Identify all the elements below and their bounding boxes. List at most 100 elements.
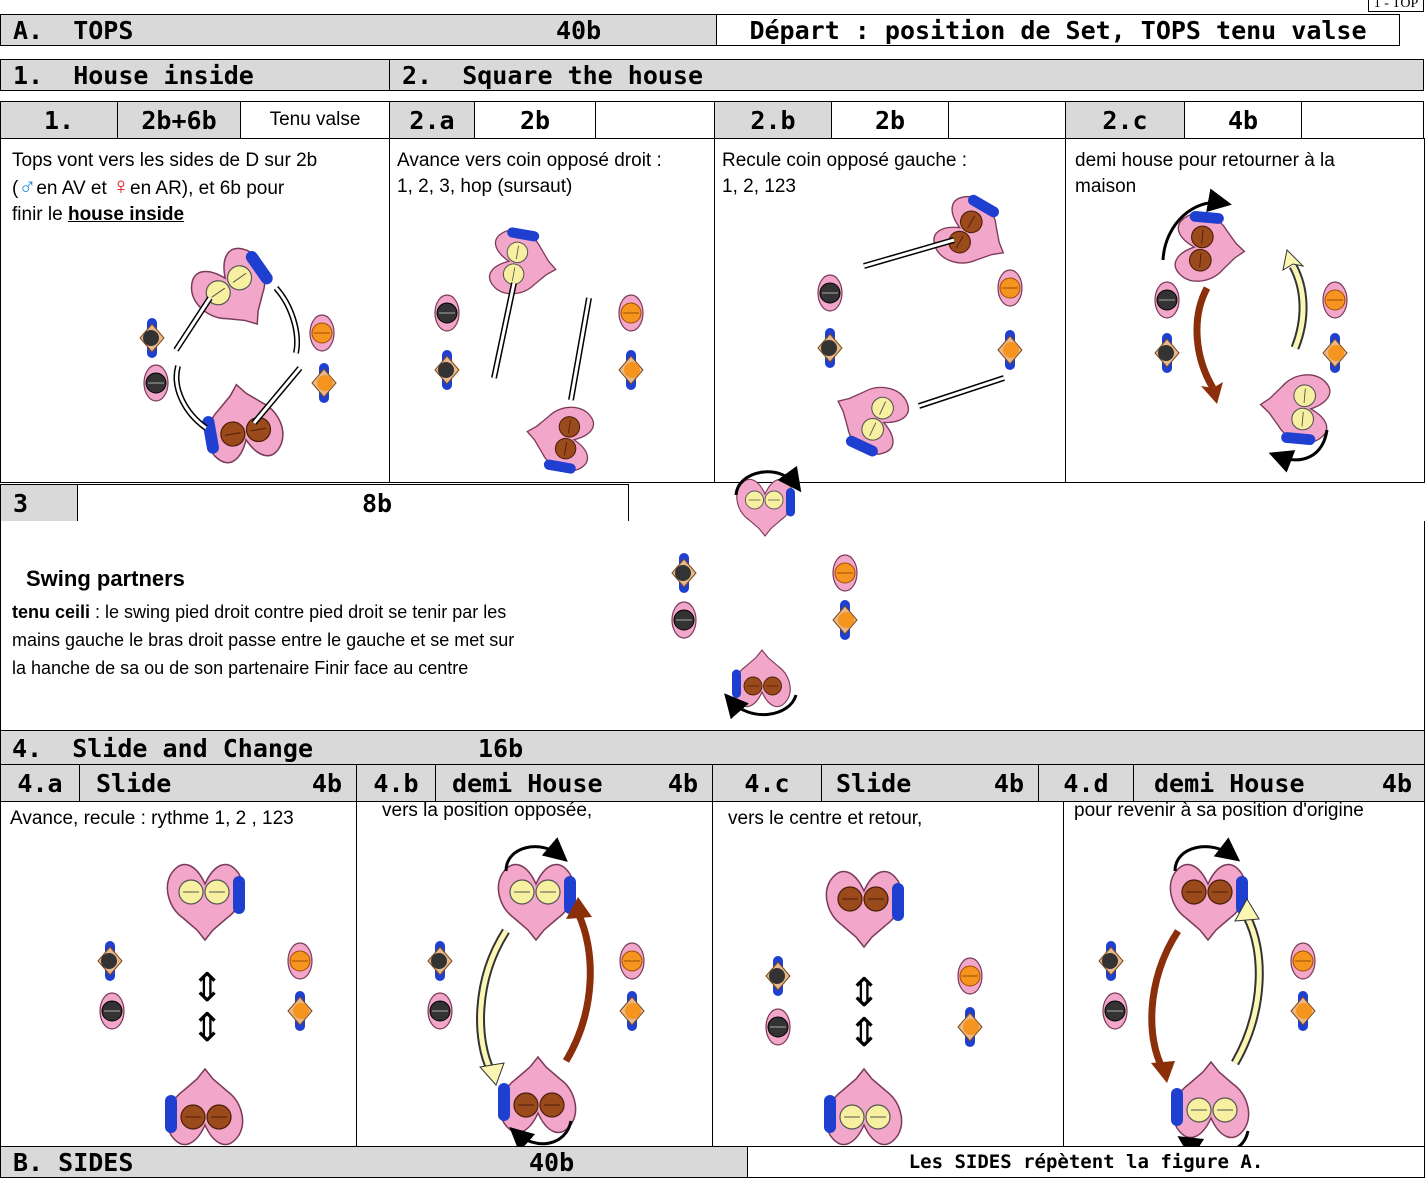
top-couple: [486, 224, 563, 302]
side-dancer-man: [671, 552, 697, 594]
bottom-couple: [196, 377, 288, 467]
part4b-num: 4.b: [356, 764, 436, 802]
side-dancer-man: [957, 1006, 983, 1048]
part4-beats: 16b: [478, 733, 524, 763]
part2c-num: 2.c: [1065, 101, 1185, 139]
part2c-beats: 4b: [1184, 101, 1302, 139]
side-dancer-woman: [287, 942, 313, 980]
part1-house-inside-diagram: [139, 238, 337, 467]
part2b-diagram: [817, 186, 1023, 464]
section-b-note: Les SIDES répètent la figure A.: [747, 1146, 1425, 1178]
part4a-num-text: 4.a: [17, 768, 63, 798]
side-dancer-woman: [957, 957, 983, 995]
part4b-num-text: 4.b: [373, 768, 419, 798]
part4b-demi-house-diagram: [427, 837, 645, 1152]
part1-hold: Tenu valse: [240, 101, 390, 139]
part4c-beats: 4b: [993, 768, 1024, 798]
side-dancer-man: [1322, 332, 1348, 374]
part4d-description: pour revenir à sa position d'origine: [1074, 800, 1364, 821]
top-couple: [166, 863, 246, 941]
part4d-demi-house-diagram: [1098, 837, 1316, 1160]
rotate-arrow-icon: [1161, 188, 1232, 261]
part4a-beats: 4b: [311, 768, 342, 798]
side-dancer-man: [765, 955, 791, 997]
part1-beats-text: 2b+6b: [141, 105, 217, 135]
part2c-beats-text: 4b: [1227, 105, 1259, 135]
part2b-blank: [948, 101, 1066, 139]
part2b-description: Recule coin opposé gauche : 1, 2, 123: [722, 148, 1062, 200]
top-couple: [736, 478, 796, 537]
side-dancer-woman: [619, 942, 645, 980]
part2b-panel: [714, 138, 1066, 483]
part1-paren: (: [12, 178, 19, 199]
rotate-arrow-icon: [509, 1120, 573, 1152]
part4d-beats: 4b: [1381, 768, 1412, 798]
double-arrow-icon: ⇕: [847, 1010, 881, 1056]
side-dancer-man: [1098, 940, 1124, 982]
side-dancer-woman: [817, 274, 843, 312]
part1-av: en AV et: [36, 178, 113, 199]
side-dancer-woman: [671, 601, 697, 639]
page-reference-label: 1 - TOP: [1368, 0, 1424, 12]
rotate-arrow-icon: [504, 837, 568, 872]
part2c-line2: maison: [1075, 176, 1137, 197]
bottom-couple: [822, 369, 915, 464]
brown-arrow-icon: [562, 911, 594, 1063]
side-dancer-woman: [765, 1008, 791, 1046]
rotate-arrow-icon: [724, 693, 798, 720]
bottom-couple: [497, 1056, 577, 1134]
part2c-num-text: 2.c: [1102, 105, 1148, 135]
part1-num-text: 1.: [43, 105, 75, 135]
bottom-couple: [164, 1068, 244, 1146]
part2-title-text: 2. Square the house: [402, 60, 704, 90]
side-dancer-man: [97, 940, 123, 982]
side-dancer-woman: [309, 314, 335, 352]
rotate-arrow-icon: [1268, 429, 1329, 473]
part2c-blank: [1301, 101, 1424, 139]
part3-num: 3: [0, 484, 78, 522]
part1-num: 1.: [0, 101, 118, 139]
side-dancer-woman: [1154, 281, 1180, 319]
section-a-header: A. TOPS 40b: [0, 14, 717, 46]
part4a-description: Avance, recule : rythme 1, 2 , 123: [10, 808, 294, 829]
bottom-couple: [823, 1068, 903, 1146]
section-a-beats: 40b: [556, 15, 602, 45]
side-dancer-woman: [99, 992, 125, 1030]
part2a-line1: Avance vers coin opposé droit :: [397, 150, 662, 171]
side-dancer-man: [832, 599, 858, 641]
male-symbol-icon: ♂: [18, 173, 37, 200]
side-dancer-man: [287, 990, 313, 1032]
part2c-panel: [1065, 138, 1425, 483]
part2b-line1: Recule coin opposé gauche :: [722, 150, 968, 171]
part2c-diagram: [1154, 188, 1348, 473]
part3-line1: tenu ceili : le swing pied droit contre …: [12, 598, 652, 626]
part1-line2: (♂en AV et ♀en AR), et 6b pour: [12, 174, 382, 202]
side-dancer-woman: [1290, 942, 1316, 980]
part1-ar: en AR), et 6b pour: [130, 178, 285, 199]
side-dancer-woman: [618, 294, 644, 332]
part4c-slide-diagram: ⇕ ⇕: [765, 870, 983, 1146]
top-couple: [182, 238, 291, 347]
side-dancer-man: [619, 990, 645, 1032]
part2a-beats-text: 2b: [519, 105, 551, 135]
part2a-blank: [595, 101, 715, 139]
section-a-start-position: Départ : position de Set, TOPS tenu vals…: [716, 14, 1400, 46]
part2a-num-text: 2.a: [409, 105, 455, 135]
part3-line2: mains gauche le bras droit passe entre l…: [12, 630, 515, 650]
top-couple: [1173, 208, 1249, 286]
double-arrow-icon: ⇕: [190, 965, 224, 1011]
house-inside-term: house inside: [67, 204, 185, 225]
bottom-couple: [731, 649, 791, 708]
part1-title: 1. House inside: [0, 59, 390, 91]
brown-arrow-icon: [1148, 929, 1181, 1071]
part1-finish-text: finir le: [12, 204, 68, 225]
part3-title: Swing partners: [26, 566, 185, 591]
part4a-slide-diagram: ⇕ ⇕: [97, 863, 313, 1146]
side-dancer-woman: [997, 269, 1023, 307]
top-couple: [825, 870, 905, 948]
part3-description: tenu ceili : le swing pied droit contre …: [12, 598, 652, 682]
side-dancer-woman: [1102, 992, 1128, 1030]
part3-num-text: 3: [13, 488, 29, 518]
